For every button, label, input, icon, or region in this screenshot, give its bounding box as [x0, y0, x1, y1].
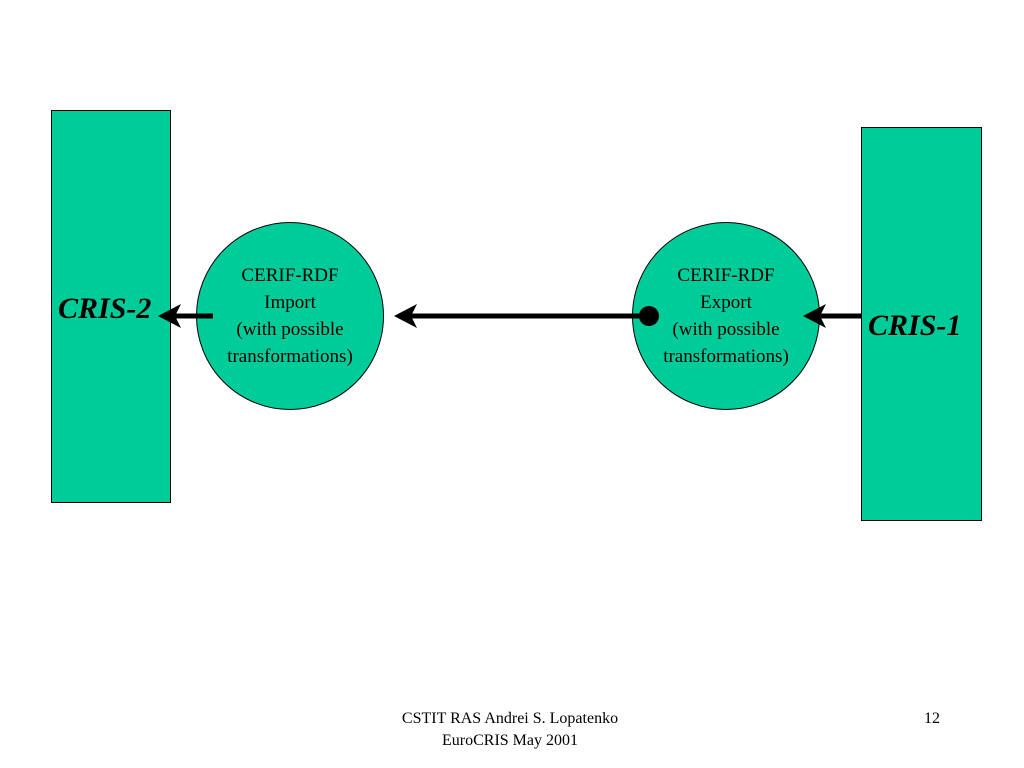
- cris-2-label: CRIS-2: [58, 292, 152, 325]
- import-node-circle: [196, 222, 384, 410]
- import-line-1: CERIF-RDF: [241, 265, 339, 286]
- page-number: 12: [924, 710, 940, 727]
- export-node-text: CERIF-RDF Export (with possible transfor…: [632, 262, 820, 370]
- import-line-3: (with possible: [236, 319, 344, 340]
- export-line-2: Export: [700, 292, 752, 313]
- import-line-2: Import: [264, 292, 316, 313]
- export-line-3: (with possible: [672, 319, 780, 340]
- cris-2-system-box: [51, 110, 171, 503]
- export-line-4: transformations): [663, 346, 789, 367]
- cris-1-label: CRIS-1: [868, 309, 962, 342]
- footer-author: CSTIT RAS Andrei S. Lopatenko: [401, 710, 619, 727]
- cris-1-system-box: [861, 127, 982, 521]
- arrowhead-cris2: [158, 304, 181, 328]
- export-source-dot: [639, 306, 659, 326]
- export-node-circle: [632, 222, 820, 410]
- import-line-4: transformations): [227, 346, 353, 367]
- import-node-text: CERIF-RDF Import (with possible transfor…: [196, 262, 384, 370]
- export-line-1: CERIF-RDF: [677, 265, 775, 286]
- arrowhead-export: [803, 304, 826, 328]
- footer-credit: CSTIT RAS Andrei S. Lopatenko EuroCRIS M…: [360, 708, 660, 752]
- arrowhead-import: [394, 304, 417, 328]
- footer-event: EuroCRIS May 2001: [442, 732, 578, 749]
